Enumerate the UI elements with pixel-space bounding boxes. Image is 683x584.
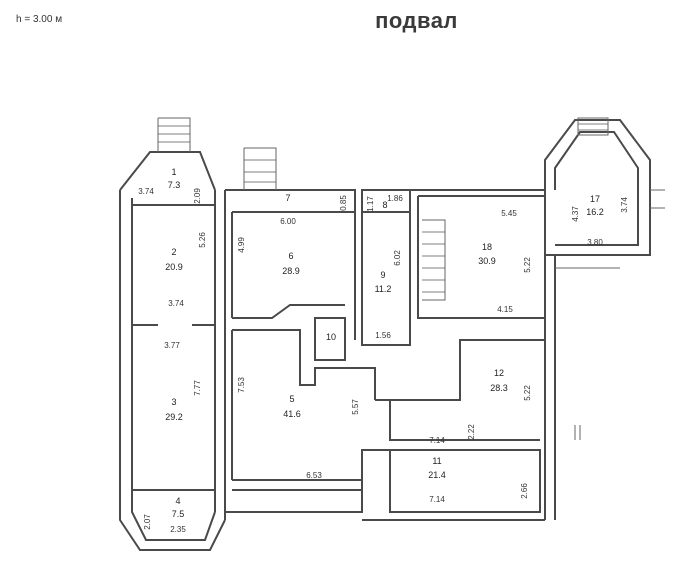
dimension-label: 4.15 xyxy=(497,305,513,314)
room-1-number: 1 xyxy=(171,167,176,177)
dimension-label: 5.22 xyxy=(523,257,532,273)
dimension-label: 6.53 xyxy=(306,471,322,480)
dimension-label: 2.35 xyxy=(170,525,186,534)
room-6-area: 28.9 xyxy=(282,266,300,276)
room-2-number: 2 xyxy=(171,247,176,257)
dimension-label: 2.22 xyxy=(467,424,476,440)
room-5-area: 41.6 xyxy=(283,409,301,419)
dimension-label: 3.74 xyxy=(620,197,629,213)
room-labels: 1 7.3 2 20.9 3 29.2 4 7.5 5 41.6 6 28.9 … xyxy=(165,167,604,519)
room-2-area: 20.9 xyxy=(165,262,183,272)
dimension-label: 2.09 xyxy=(193,188,202,204)
dimension-label: 2.07 xyxy=(143,514,152,530)
room-3-area: 29.2 xyxy=(165,412,183,422)
room-17-area: 16.2 xyxy=(586,207,604,217)
ceiling-height-note: h = 3.00 м xyxy=(16,14,63,25)
dimension-label: 2.66 xyxy=(520,483,529,499)
room-18-area: 30.9 xyxy=(478,256,496,266)
dimension-label: 3.74 xyxy=(138,187,154,196)
room-12-number: 12 xyxy=(494,368,504,378)
dimension-label: 6.02 xyxy=(393,250,402,266)
room-6-number: 6 xyxy=(288,251,293,261)
dimension-label: 4.99 xyxy=(237,237,246,253)
dimension-label: 7.77 xyxy=(193,380,202,396)
dimension-label: 4.37 xyxy=(571,206,580,222)
dimension-label: 3.74 xyxy=(168,299,184,308)
room-12-area: 28.3 xyxy=(490,383,508,393)
room-9-number: 9 xyxy=(380,270,385,280)
dimension-label: 1.17 xyxy=(366,196,375,212)
dimension-label: 7.14 xyxy=(429,436,445,445)
dimension-label: 1.56 xyxy=(375,331,391,340)
room-1-area: 7.3 xyxy=(168,180,181,190)
room-17-number: 17 xyxy=(590,194,600,204)
room-9-area: 11.2 xyxy=(375,284,392,294)
room-4-number: 4 xyxy=(175,496,180,506)
dimension-label: 7.53 xyxy=(237,377,246,393)
dimension-label: 5.22 xyxy=(523,385,532,401)
dimension-labels: 3.74 2.09 5.26 3.74 3.77 7.77 2.07 2.35 … xyxy=(138,187,629,534)
room-7-number: 7 xyxy=(285,193,290,203)
room-3-number: 3 xyxy=(171,397,176,407)
room-5-number: 5 xyxy=(289,394,294,404)
dimension-label: 6.00 xyxy=(280,217,296,226)
room-18-number: 18 xyxy=(482,242,492,252)
dimension-label: 5.57 xyxy=(351,399,360,415)
floor-title: подвал xyxy=(375,8,458,33)
dimension-label: 7.14 xyxy=(429,495,445,504)
center-block-walls xyxy=(225,147,411,513)
dimension-label: 5.45 xyxy=(501,209,517,218)
room-11-area: 21.4 xyxy=(428,470,446,480)
left-wing-walls xyxy=(119,117,226,551)
dimension-label: 0.85 xyxy=(339,195,348,211)
dimension-label: 3.80 xyxy=(587,238,603,247)
dimension-label: 5.26 xyxy=(198,232,207,248)
room-11-number: 11 xyxy=(432,456,441,466)
right-block-walls xyxy=(362,117,665,521)
room-4-area: 7.5 xyxy=(172,509,185,519)
room-8-number: 8 xyxy=(382,200,387,210)
room-10-number: 10 xyxy=(326,332,336,342)
dimension-label: 3.77 xyxy=(164,341,180,350)
dimension-label: 1.86 xyxy=(387,194,403,203)
